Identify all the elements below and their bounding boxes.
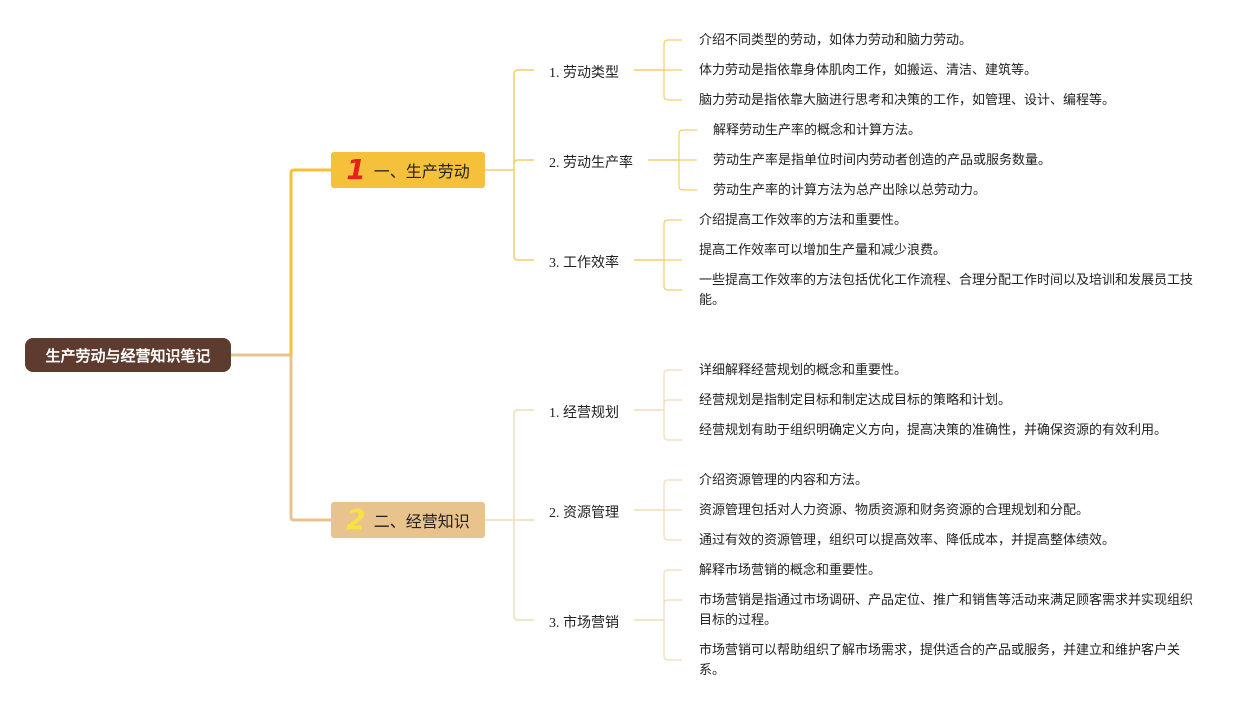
- branch-label: 二、经营知识: [373, 512, 470, 531]
- subtopic-labor-types[interactable]: 1. 劳动类型: [549, 66, 619, 81]
- number-one-icon: 1: [346, 153, 366, 186]
- leaf-note[interactable]: 劳动生产率的计算方法为总产出除以总劳动力。: [713, 183, 987, 198]
- leaf-note[interactable]: 解释劳动生产率的概念和计算方法。: [713, 123, 922, 138]
- leaf-connector: [663, 285, 682, 291]
- subtopic-connector: [513, 615, 534, 621]
- branch1-connector: [289, 168, 331, 355]
- subtopic-work-efficiency[interactable]: 3. 工作效率: [549, 256, 619, 271]
- leaf-note[interactable]: 劳动生产率是指单位时间内劳动者创造的产品或服务数量。: [713, 153, 1052, 168]
- branch-business-knowledge[interactable]: 2 二、经营知识: [331, 502, 485, 538]
- subtopic-connector: [513, 69, 534, 75]
- leaf-note[interactable]: 详细解释经营规划的概念和重要性。: [699, 363, 908, 378]
- leaf-note[interactable]: 介绍不同类型的劳动，如体力劳动和脑力劳动。: [699, 33, 973, 48]
- subtopic-marketing[interactable]: 3. 市场营销: [549, 616, 619, 631]
- leaf-connector: [663, 219, 682, 225]
- leaf-connector: [678, 185, 697, 191]
- branch-label: 一、生产劳动: [373, 162, 470, 181]
- subtopic-resource-management[interactable]: 2. 资源管理: [549, 506, 619, 521]
- leaf-connector: [663, 655, 682, 661]
- leaf-connector: [663, 369, 682, 375]
- leaf-note[interactable]: 一些提高工作效率的方法包括优化工作流程、合理分配工作时间以及培训和发展员工技能。: [699, 273, 1194, 308]
- subtopic-business-planning[interactable]: 1. 经营规划: [549, 406, 619, 421]
- leaf-note[interactable]: 介绍资源管理的内容和方法。: [699, 473, 869, 488]
- leaf-connector: [663, 599, 682, 605]
- leaf-connector: [663, 95, 682, 101]
- leaf-connector: [663, 535, 682, 541]
- subtopic-connector: [513, 255, 534, 261]
- subtopic-labor-productivity[interactable]: 2. 劳动生产率: [549, 156, 633, 171]
- leaf-note[interactable]: 市场营销可以帮助组织了解市场需求，提供适合的产品或服务，并建立和维护客户关系。: [699, 643, 1181, 678]
- branch-production-labor[interactable]: 1 一、生产劳动: [331, 152, 485, 188]
- leaf-note[interactable]: 脑力劳动是指依靠大脑进行思考和决策的工作，如管理、设计、编程等。: [699, 93, 1116, 108]
- root-topic[interactable]: 生产劳动与经营知识笔记: [25, 338, 231, 372]
- leaf-connector: [663, 39, 682, 45]
- branch2-connector: [289, 355, 331, 522]
- leaf-connector: [663, 569, 682, 575]
- leaf-note[interactable]: 经营规划有助于组织明确定义方向，提高决策的准确性，并确保资源的有效利用。: [699, 423, 1168, 438]
- leaf-note[interactable]: 资源管理包括对人力资源、物质资源和财务资源的合理规划和分配。: [699, 503, 1090, 518]
- leaf-connector: [663, 435, 682, 441]
- leaf-note[interactable]: 市场营销是指通过市场调研、产品定位、推广和销售等活动来满足顾客需求并实现组织目标…: [699, 593, 1194, 628]
- leaf-note[interactable]: 解释市场营销的概念和重要性。: [699, 563, 882, 578]
- leaf-note[interactable]: 提高工作效率可以增加生产量和减少浪费。: [699, 243, 947, 258]
- leaf-note[interactable]: 介绍提高工作效率的方法和重要性。: [699, 213, 908, 228]
- leaf-connector: [678, 129, 697, 135]
- number-two-icon: 2: [346, 503, 366, 536]
- leaf-note[interactable]: 通过有效的资源管理，组织可以提高效率、降低成本，并提高整体绩效。: [699, 533, 1116, 548]
- leaf-connector: [663, 479, 682, 485]
- leaf-note[interactable]: 体力劳动是指依靠身体肌肉工作，如搬运、清洁、建筑等。: [699, 63, 1038, 78]
- subtopic-connector: [513, 409, 534, 415]
- leaf-note[interactable]: 经营规划是指制定目标和制定达成目标的策略和计划。: [699, 393, 1012, 408]
- subtopic-connector: [513, 159, 534, 165]
- leaf-connector: [663, 399, 682, 405]
